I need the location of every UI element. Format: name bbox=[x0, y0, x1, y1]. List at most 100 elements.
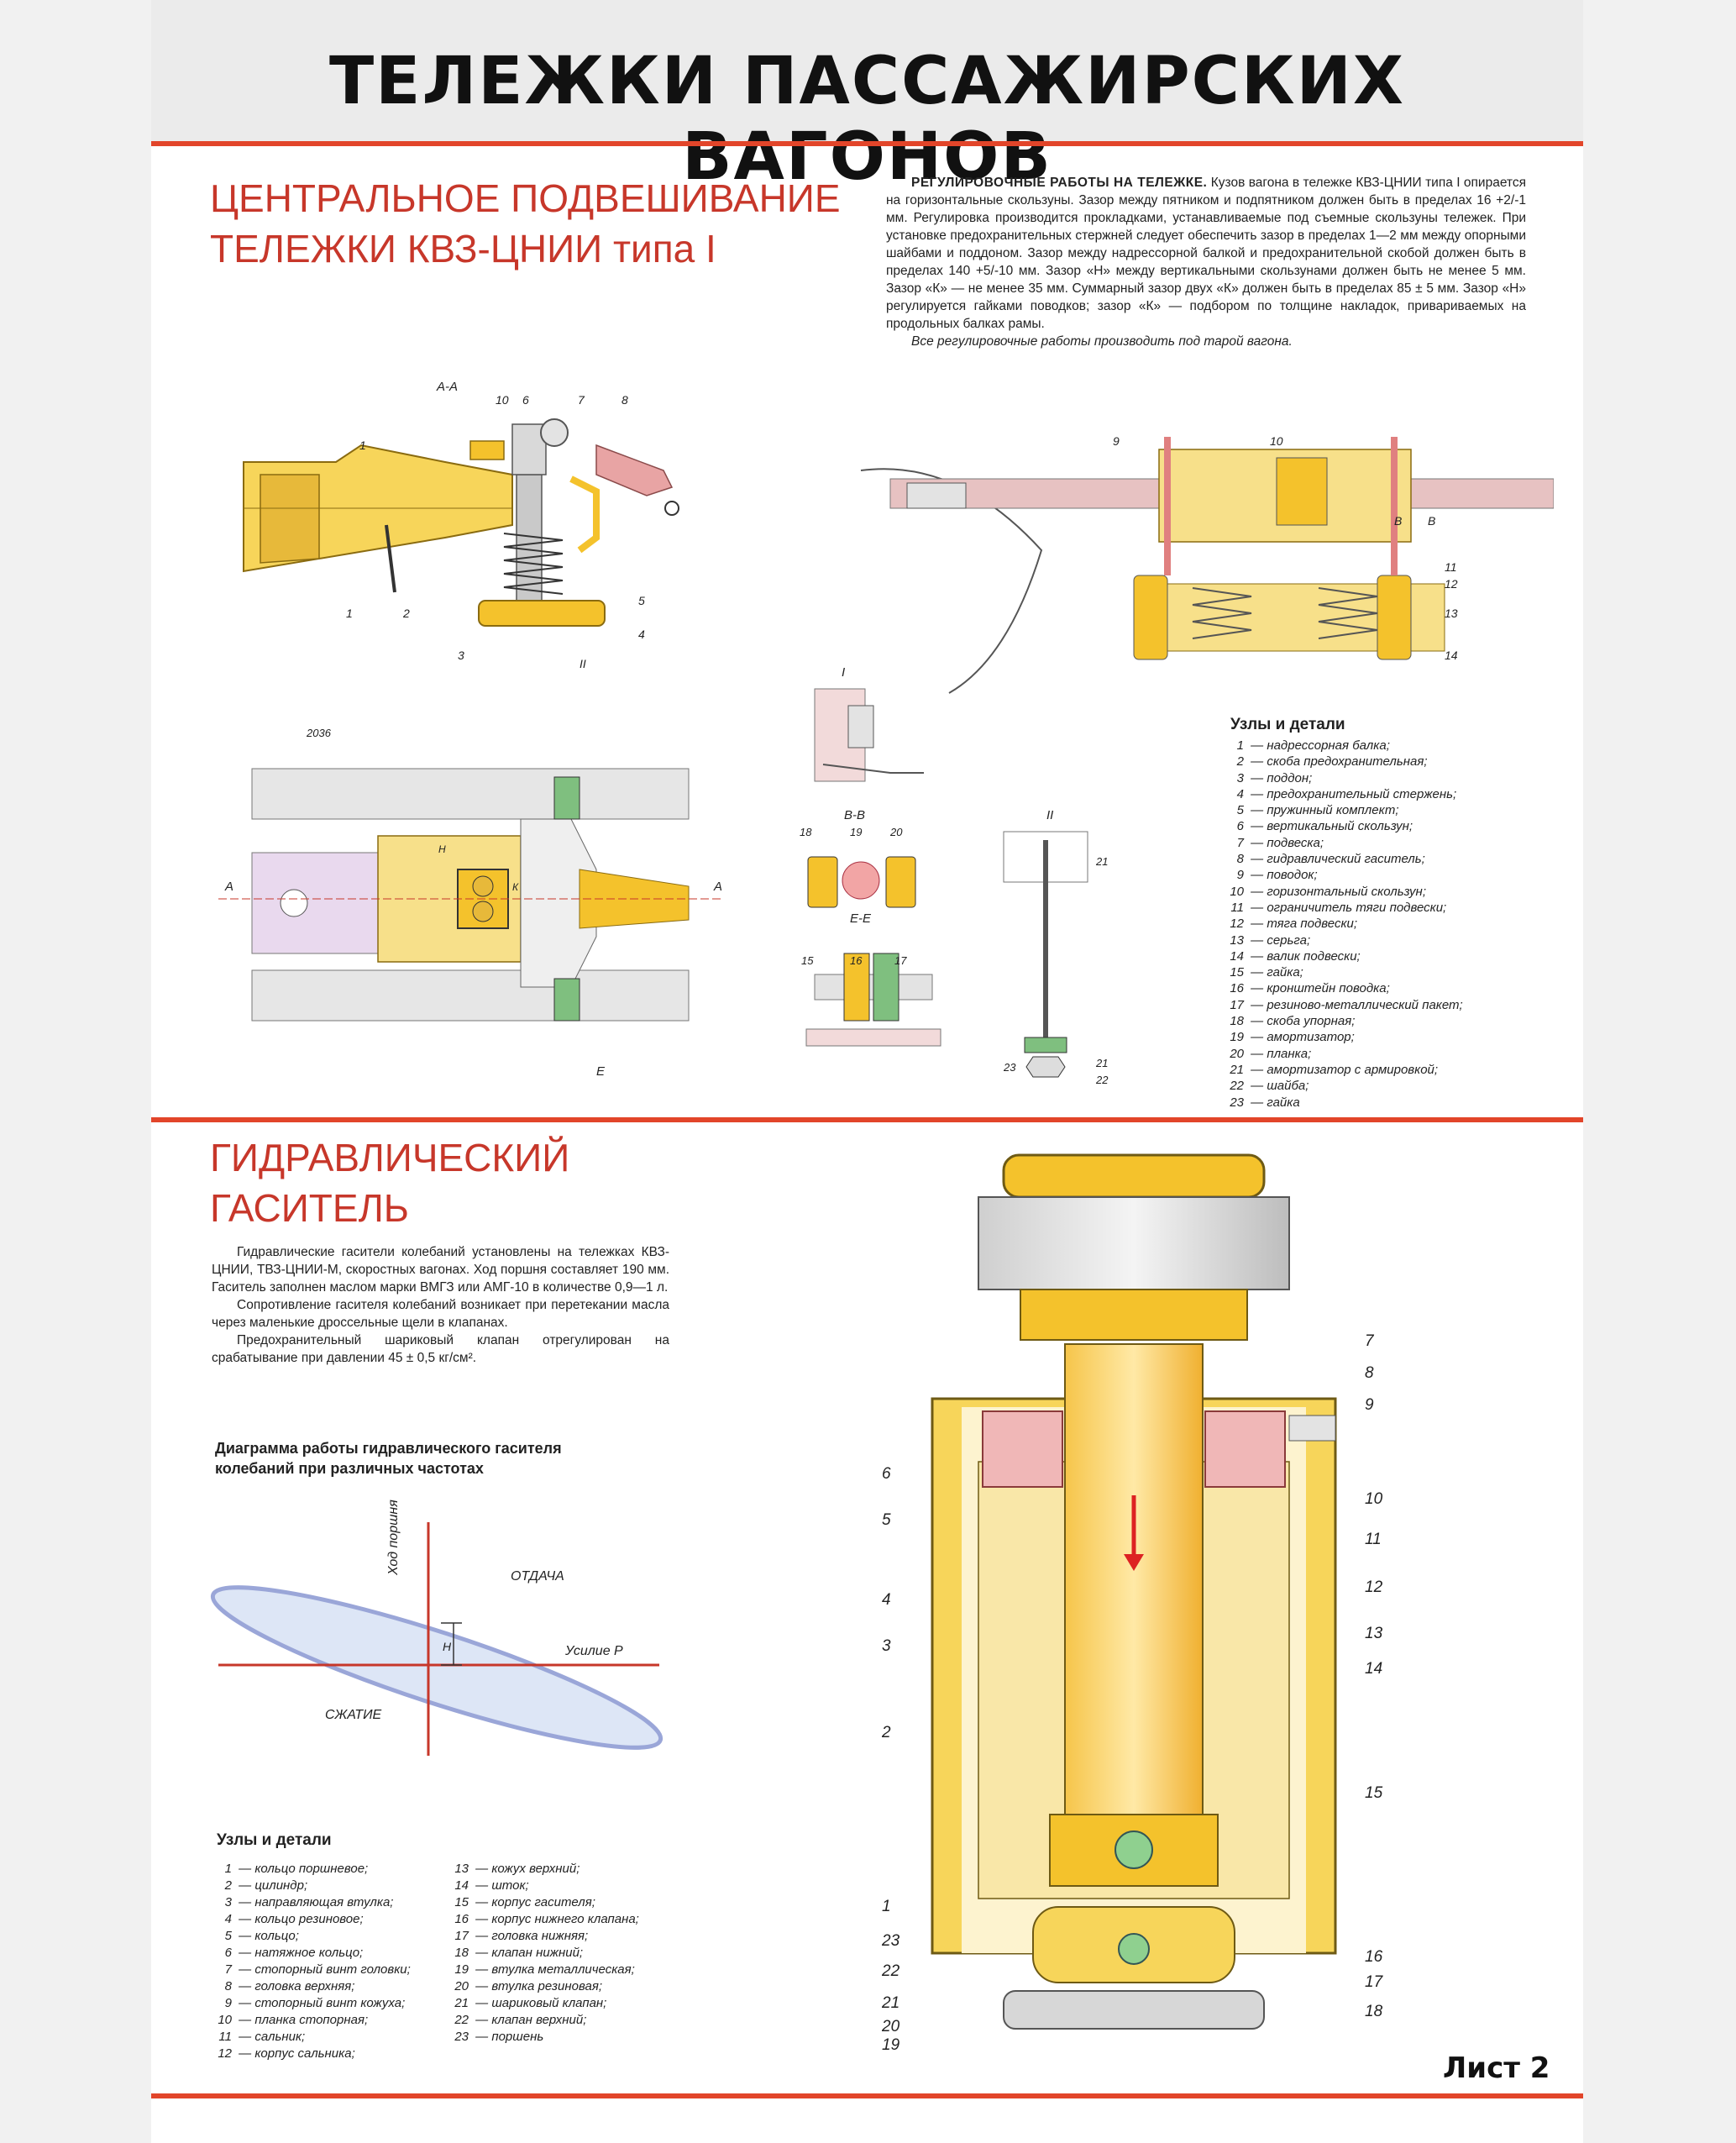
part-item: 21 — амортизатор с армировкой; bbox=[1222, 1062, 1463, 1078]
adjustment-lead: РЕГУЛИРОВОЧНЫЕ РАБОТЫ НА ТЕЛЕЖКЕ. bbox=[911, 176, 1208, 190]
svg-text:15: 15 bbox=[801, 954, 814, 967]
part-number: 5 bbox=[1236, 803, 1244, 818]
diagram-label-h: Н bbox=[443, 1640, 452, 1653]
svg-text:II: II bbox=[580, 657, 586, 670]
svg-text:16: 16 bbox=[850, 954, 863, 967]
detail-views-drawing: I В-В 18 19 20 Е-Е 15 16 17 II 21 21 22 … bbox=[800, 665, 1109, 1086]
diagram-title-line1: Диаграмма работы гидравлического гасител… bbox=[215, 1440, 562, 1457]
part-number: 16 bbox=[454, 1912, 469, 1926]
suspension-hanger bbox=[540, 418, 569, 447]
section1-parts-title: Узлы и детали bbox=[1230, 716, 1345, 733]
svg-text:20: 20 bbox=[889, 826, 903, 838]
svg-text:8: 8 bbox=[1365, 1364, 1374, 1382]
part-number: 8 bbox=[1236, 852, 1244, 867]
diagram-title: Диаграмма работы гидравлического гасител… bbox=[215, 1438, 562, 1479]
part-number: 21 bbox=[1230, 1062, 1244, 1077]
side-frame-lower bbox=[251, 969, 690, 1022]
part-item: 5 — кольцо; bbox=[210, 1928, 411, 1945]
svg-text:3: 3 bbox=[458, 649, 464, 662]
section-aa-drawing: А-А 10 6 7 8 1 1 2 3 4 5 II bbox=[243, 382, 679, 670]
part-description: — гайка; bbox=[1247, 965, 1303, 980]
upper-head bbox=[1002, 1153, 1266, 1199]
part-item: 4 — предохранительный стержень; bbox=[1222, 786, 1463, 802]
label-aa: А-А bbox=[436, 382, 458, 394]
svg-text:22: 22 bbox=[882, 1962, 900, 1980]
section1-title-line2: ТЕЛЕЖКИ КВЗ-ЦНИИ типа I bbox=[210, 227, 716, 271]
part-number: 21 bbox=[454, 1996, 469, 2010]
spring-set bbox=[503, 533, 564, 595]
part-item: 22 — шайба; bbox=[1222, 1078, 1463, 1094]
part-item: 20 — втулка резиновая; bbox=[447, 1978, 639, 1995]
dimension-2036: 2036 bbox=[306, 727, 332, 739]
part-description: — сальник; bbox=[235, 2030, 306, 2044]
damper-cutaway: 6 5 4 3 2 1 23 22 21 20 19 7 8 9 10 11 1… bbox=[882, 1153, 1384, 2050]
part-item: 1 — кольцо поршневое; bbox=[210, 1861, 411, 1878]
part-number: 11 bbox=[1230, 900, 1244, 915]
svg-text:4: 4 bbox=[882, 1591, 891, 1609]
part-number: 2 bbox=[224, 1878, 232, 1893]
part-description: — вертикальный скользун; bbox=[1247, 819, 1413, 834]
svg-text:18: 18 bbox=[800, 826, 812, 838]
part-number: 11 bbox=[218, 2030, 232, 2044]
svg-text:12: 12 bbox=[1445, 577, 1458, 591]
part-number: 14 bbox=[1230, 948, 1244, 964]
label-b2: В bbox=[1428, 514, 1435, 528]
svg-text:10: 10 bbox=[496, 393, 509, 407]
part-number: 9 bbox=[224, 1996, 232, 2010]
lower-eye bbox=[1003, 1990, 1265, 2030]
part-description: — шариковый клапан; bbox=[472, 1996, 607, 2010]
part-description: — втулка резиновая; bbox=[472, 1979, 602, 1993]
wheel-outline bbox=[860, 468, 1043, 694]
svg-text:2: 2 bbox=[882, 1724, 891, 1741]
spring-pan bbox=[478, 600, 606, 627]
part-item: 23 — поршень bbox=[447, 2029, 639, 2046]
part-item: 16 — корпус нижнего клапана; bbox=[447, 1911, 639, 1928]
label-k-plan: К bbox=[512, 881, 519, 893]
section2-title: ГИДРАВЛИЧЕСКИЙ ГАСИТЕЛЬ bbox=[210, 1132, 569, 1233]
part-description: — пружинный комплект; bbox=[1247, 803, 1399, 818]
part-item: 16 — кронштейн поводка; bbox=[1222, 980, 1463, 996]
part-number: 3 bbox=[1236, 770, 1244, 785]
part-item: 4 — кольцо резиновое; bbox=[210, 1911, 411, 1928]
adjustment-note: Все регулировочные работы производить по… bbox=[911, 334, 1293, 349]
part-item: 11 — сальник; bbox=[210, 2029, 411, 2046]
svg-text:13: 13 bbox=[1365, 1625, 1383, 1642]
section2-parts-list-col2: 13 — кожух верхний;14 — шток;15 — корпус… bbox=[447, 1861, 639, 2046]
svg-text:4: 4 bbox=[638, 628, 645, 641]
part-item: 21 — шариковый клапан; bbox=[447, 1995, 639, 2012]
part-number: 20 bbox=[454, 1979, 469, 1993]
part-number: 2 bbox=[1236, 754, 1244, 769]
part-description: — планка; bbox=[1247, 1046, 1312, 1061]
svg-text:21: 21 bbox=[1095, 855, 1108, 868]
section2-title-line1: ГИДРАВЛИЧЕСКИЙ bbox=[210, 1136, 570, 1179]
label-b1: В bbox=[1394, 514, 1402, 528]
svg-text:7: 7 bbox=[578, 393, 585, 407]
part-description: — тяга подвески; bbox=[1247, 917, 1358, 932]
part-number: 14 bbox=[454, 1878, 469, 1893]
piston-rod bbox=[1064, 1343, 1204, 1815]
part-item: 8 — гидравлический гаситель; bbox=[1222, 851, 1463, 867]
part-description: — поршень bbox=[472, 2030, 544, 2044]
part-item: 7 — подвеска; bbox=[1222, 835, 1463, 851]
svg-text:9: 9 bbox=[1365, 1396, 1374, 1414]
part-number: 18 bbox=[1230, 1014, 1244, 1029]
section2-title-line2: ГАСИТЕЛЬ bbox=[210, 1186, 409, 1230]
part-description: — цилиндр; bbox=[235, 1878, 308, 1893]
part-description: — кольцо поршневое; bbox=[235, 1862, 369, 1876]
damper-para1: Гидравлические гасители колебаний устано… bbox=[212, 1245, 669, 1295]
hysteresis-loop bbox=[210, 1585, 663, 1750]
diagram-title-line2: колебаний при различных частотах bbox=[215, 1460, 484, 1477]
part-description: — подвеска; bbox=[1247, 835, 1324, 850]
svg-text:14: 14 bbox=[1445, 649, 1458, 662]
part-item: 20 — планка; bbox=[1222, 1046, 1463, 1062]
part-number: 23 bbox=[1230, 1095, 1244, 1110]
svg-text:6: 6 bbox=[882, 1465, 891, 1483]
part-item: 3 — поддон; bbox=[1222, 770, 1463, 786]
part-description: — скоба упорная; bbox=[1247, 1014, 1356, 1029]
seal-housing-right bbox=[1204, 1410, 1286, 1488]
svg-text:12: 12 bbox=[1365, 1578, 1383, 1596]
part-item: 12 — тяга подвески; bbox=[1222, 916, 1463, 932]
part-description: — предохранительный стержень; bbox=[1247, 786, 1457, 801]
label-a-right: А bbox=[713, 880, 722, 894]
part-item: 7 — стопорный винт головки; bbox=[210, 1962, 411, 1978]
